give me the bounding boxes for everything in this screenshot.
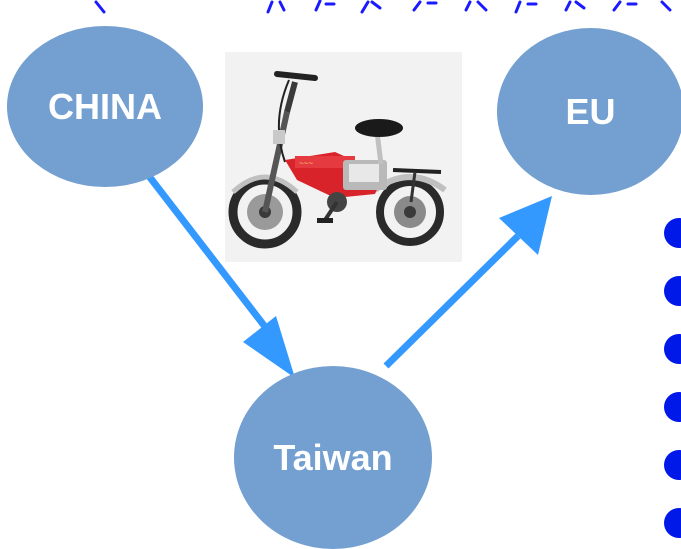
arrow-taiwan-to-eu [383,196,552,369]
node-taiwan: Taiwan [234,366,432,549]
node-china: CHINA [7,26,203,187]
svg-text:~~~: ~~~ [299,159,313,168]
bullet-dot [664,392,681,422]
bullet-dot [664,334,681,364]
bullet-dot [664,450,681,480]
node-taiwan-label: Taiwan [273,436,393,478]
bullet-dot [664,218,681,248]
node-china-label: CHINA [48,85,162,127]
bullet-dot [664,276,681,306]
bullet-dot [664,508,681,538]
clipped-top-text [94,0,672,14]
bullet-list [664,212,681,549]
ebike-photo: ~~~ [225,52,462,262]
node-eu: EU [497,28,681,195]
node-eu-label: EU [565,90,616,132]
arrow-china-to-taiwan [142,168,295,378]
